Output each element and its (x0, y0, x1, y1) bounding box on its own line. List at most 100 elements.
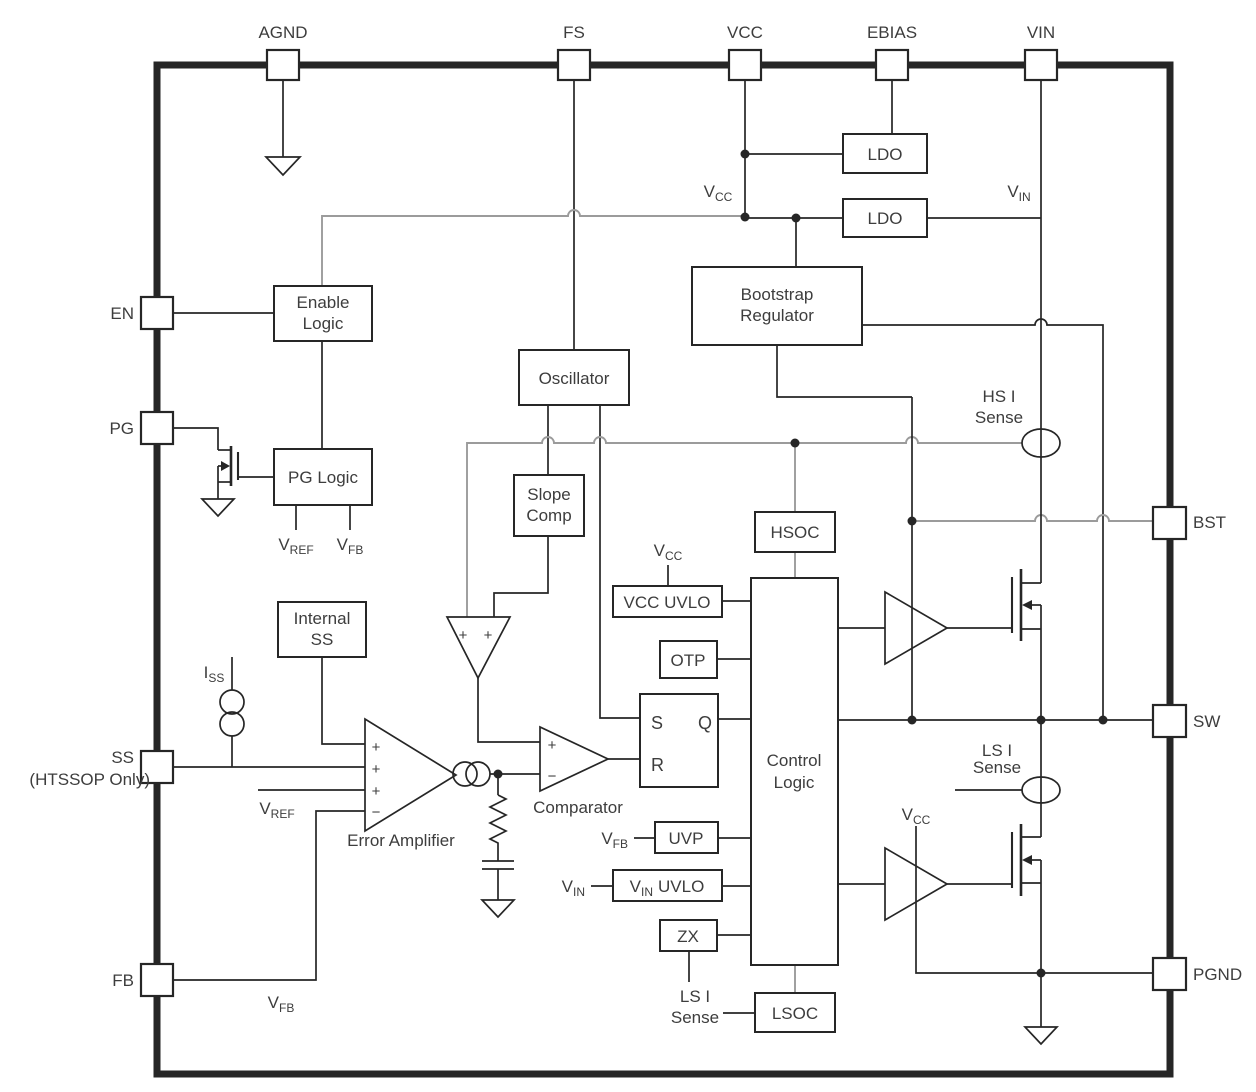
erroramp-output-ring-1 (452, 761, 478, 787)
pin-label-agnd: AGND (258, 23, 307, 42)
wire-enable-vcc-gray (321, 209, 745, 287)
label-error-amplifier: Error Amplifier (347, 831, 455, 850)
comparator-plus: + (548, 737, 557, 754)
erroramp-output-ring-2 (465, 761, 491, 787)
latch-r-label: R (651, 755, 664, 775)
hs-mosfet-body-arrow-icon (1022, 600, 1032, 610)
blocks: Enable Logic PG Logic Internal SS Oscill… (273, 133, 928, 1033)
label-vin-rail: VIN (1007, 182, 1030, 204)
comparator-minus: − (548, 768, 557, 785)
svg-text:Control: Control (767, 751, 822, 770)
hs-mosfet (1010, 569, 1042, 720)
block-zx: ZX (659, 919, 718, 952)
label-vcc-lsdriver: VCC (902, 805, 931, 827)
erroramp-plus-3: + (372, 783, 381, 800)
pin-pgnd (1151, 956, 1188, 992)
chip-border (153, 61, 1174, 1078)
svg-text:HSOC: HSOC (770, 523, 819, 542)
label-vref-erroramp: VREF (259, 799, 294, 821)
pin-label-bst: BST (1193, 513, 1226, 532)
label-iss: ISS (204, 663, 225, 685)
resistor-zigzag (488, 794, 508, 861)
label-vin-uvlo-input: VIN (562, 877, 585, 899)
svg-text:Comp: Comp (526, 506, 571, 525)
svg-text:Slope: Slope (527, 485, 570, 504)
block-otp: OTP (659, 640, 718, 679)
pin-label-pgnd: PGND (1193, 965, 1242, 984)
label-vfb-uvp: VFB (601, 829, 628, 851)
svg-text:Regulator: Regulator (740, 306, 814, 325)
pin-ebias (874, 48, 910, 82)
label-vcc-uvlo-supply: VCC (654, 541, 683, 563)
label-vcc-rail: VCC (704, 182, 733, 204)
block-internal-ss: Internal SS (277, 601, 367, 658)
wire-fb-erroramp (173, 810, 365, 981)
pin-label-fb: FB (112, 971, 134, 990)
svg-text:Enable: Enable (297, 293, 350, 312)
label-vref-pglogic: VREF (278, 535, 313, 557)
labels: AGND FS VCC EBIAS VIN EN PG SS (HTSSOP O… (29, 23, 1242, 1027)
label-vfb-pglogic: VFB (337, 535, 364, 557)
block-control-logic: Control Logic (750, 577, 839, 966)
block-vcc-uvlo: VCC UVLO (612, 585, 723, 618)
erroramp-plus-1: + (372, 739, 381, 756)
svg-text:Logic: Logic (303, 314, 344, 333)
svg-text:OTP: OTP (671, 651, 706, 670)
label-vfb-fb: VFB (268, 993, 295, 1015)
block-slope-comp: Slope Comp (513, 474, 585, 537)
pin-label-pg: PG (109, 419, 134, 438)
grounds (200, 156, 1059, 1046)
block-ldo-bottom: LDO (842, 198, 928, 238)
pin-label-en: EN (110, 304, 134, 323)
pin-sw (1151, 703, 1188, 739)
pin-label-ebias: EBIAS (867, 23, 917, 42)
pin-label-vin: VIN (1027, 23, 1055, 42)
label-hs-i-sense-2: Sense (975, 408, 1023, 427)
svg-text:Oscillator: Oscillator (539, 369, 610, 388)
pin-label-ss: SS (111, 748, 134, 767)
wire-bst-rail-gray (912, 514, 1153, 522)
svg-text:UVP: UVP (669, 829, 704, 848)
wire-bootstrap-right (862, 318, 1104, 720)
pin-pg (139, 410, 175, 446)
label-hs-i-sense-1: HS I (982, 387, 1015, 406)
svg-text:LDO: LDO (868, 209, 903, 228)
wire-summing-comparator (477, 678, 540, 743)
block-pg-logic: PG Logic (273, 448, 373, 506)
pg-mosfet-body-arrow-icon (221, 461, 230, 471)
pins (139, 48, 1188, 998)
wire-pg-fet (173, 427, 219, 450)
pin-label-fs: FS (563, 23, 585, 42)
pg-ground-icon (200, 498, 236, 518)
latch-q-label: Q (698, 713, 712, 733)
block-ldo-top: LDO (842, 133, 928, 174)
svg-text:ZX: ZX (677, 927, 699, 946)
wire-internalss-erroramp (321, 657, 365, 745)
summing-plus-2: + (484, 627, 493, 644)
pin-vcc (727, 48, 763, 82)
latch-s-label: S (651, 713, 663, 733)
pg-mosfet (217, 446, 240, 499)
label-ls-i-sense-left-1: LS I (680, 987, 710, 1006)
block-hsoc: HSOC (754, 511, 836, 553)
block-sr-latch: S Q R (639, 693, 719, 788)
mosfets (217, 446, 1042, 973)
block-uvp: UVP (654, 821, 719, 854)
ls-mosfet (1010, 824, 1042, 973)
pin-en (139, 295, 175, 331)
pin-fs (556, 48, 592, 82)
hs-driver-triangle (884, 590, 949, 666)
svg-text:Bootstrap: Bootstrap (741, 285, 814, 304)
block-enable-logic: Enable Logic (273, 285, 373, 342)
label-ls-i-sense-right-1: LS I (982, 741, 1012, 760)
pin-label-ss-note: (HTSSOP Only) (29, 770, 150, 789)
summing-plus-1: + (459, 627, 468, 644)
ls-mosfet-body-arrow-icon (1022, 855, 1032, 865)
label-ls-i-sense-right-2: Sense (973, 758, 1021, 777)
label-ls-i-sense-left-2: Sense (671, 1008, 719, 1027)
pin-bst (1151, 505, 1188, 541)
block-oscillator: Oscillator (518, 349, 630, 406)
